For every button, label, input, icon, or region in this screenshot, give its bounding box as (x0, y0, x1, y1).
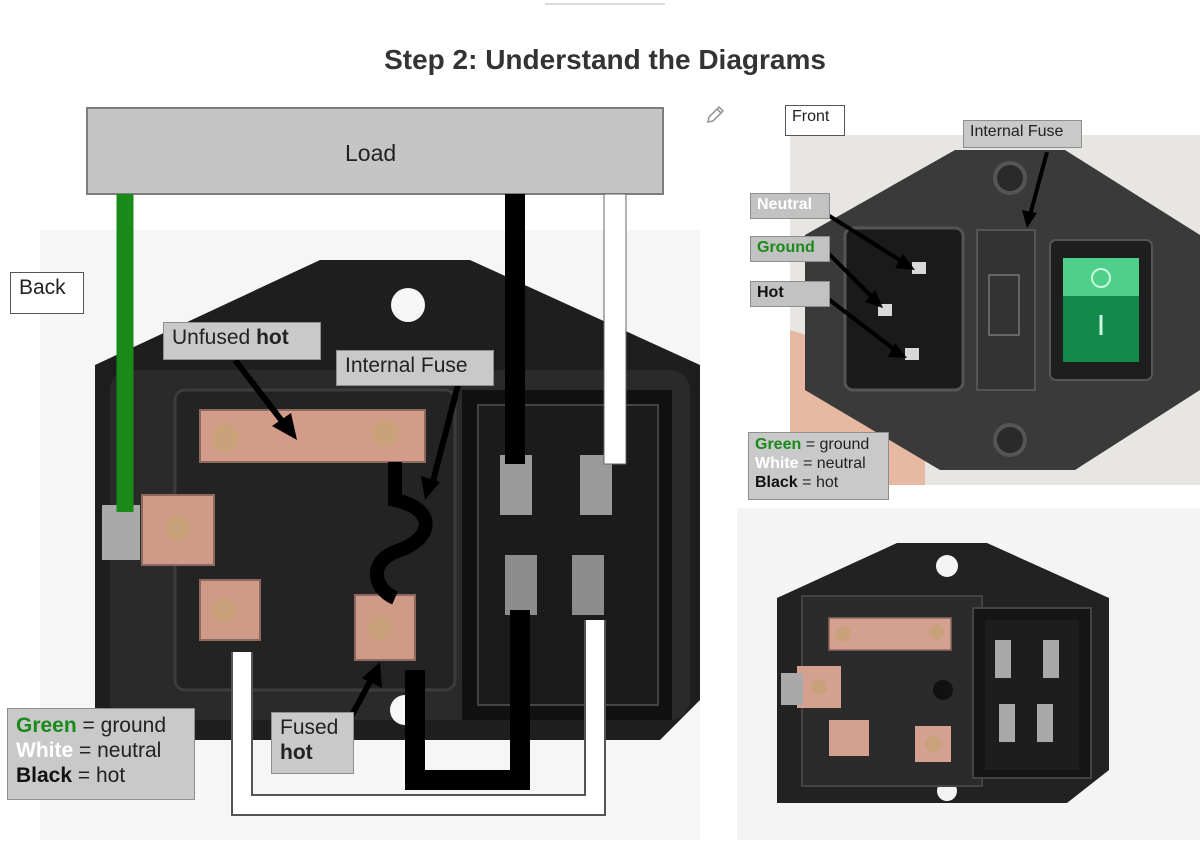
arrow-unfused (232, 358, 288, 427)
front-legend-green-word: Green (755, 436, 802, 453)
front-diagram-illustration (790, 135, 1200, 485)
legend-green-word: Green (16, 714, 77, 737)
front-legend: Green = ground White = neutral Black = h… (748, 432, 889, 500)
unfused-bold: hot (256, 326, 289, 349)
back-legend: Green = ground White = neutral Black = h… (7, 708, 195, 800)
neutral-wire-load (603, 193, 627, 465)
front-diagram (745, 100, 1200, 485)
front-legend-white-word: White (755, 455, 799, 473)
arrow-fused (349, 676, 375, 717)
internal-fuse-label: Internal Fuse (336, 350, 494, 386)
pencil-icon[interactable] (704, 104, 726, 126)
page-title: Step 2: Understand the Diagrams (384, 44, 826, 75)
module-photo-illustration (737, 508, 1200, 840)
hot-loop (405, 610, 530, 790)
legend-black-rest: = hot (72, 764, 126, 788)
top-divider (545, 3, 665, 5)
back-diagram-illustration (40, 107, 700, 840)
fused-hot-label: Fused hot (271, 712, 354, 774)
load-label: Load (345, 140, 397, 166)
arrow-fuse (429, 384, 461, 486)
ground-tag: Ground (750, 236, 830, 262)
front-legend-black-word: Black (755, 474, 798, 492)
back-diagram (0, 100, 700, 847)
legend-white-rest: = neutral (73, 739, 162, 763)
front-view-label: Front (785, 105, 845, 136)
front-legend-green-rest: = ground (801, 436, 870, 453)
legend-green-rest: = ground (76, 714, 167, 737)
neutral-tag: Neutral (750, 193, 830, 219)
legend-black-word: Black (16, 764, 73, 788)
module-photo (737, 508, 1200, 840)
neutral-loop (233, 620, 604, 814)
unfused-hot-label: Unfused hot (163, 322, 321, 360)
hot-tag: Hot (750, 281, 830, 307)
hot-wire-load (505, 194, 525, 464)
front-legend-black-rest: = hot (797, 474, 839, 492)
front-legend-white-rest: = neutral (798, 455, 866, 473)
fused-line1: Fused (280, 716, 339, 739)
load-bar (86, 107, 664, 195)
front-internal-fuse-label: Internal Fuse (963, 120, 1082, 148)
legend-white-word: White (16, 739, 74, 763)
unfused-prefix: Unfused (172, 326, 257, 349)
fuse-path (369, 462, 433, 605)
mount-hole (391, 288, 425, 322)
back-view-label: Back (10, 272, 84, 314)
fused-line2: hot (280, 741, 313, 765)
